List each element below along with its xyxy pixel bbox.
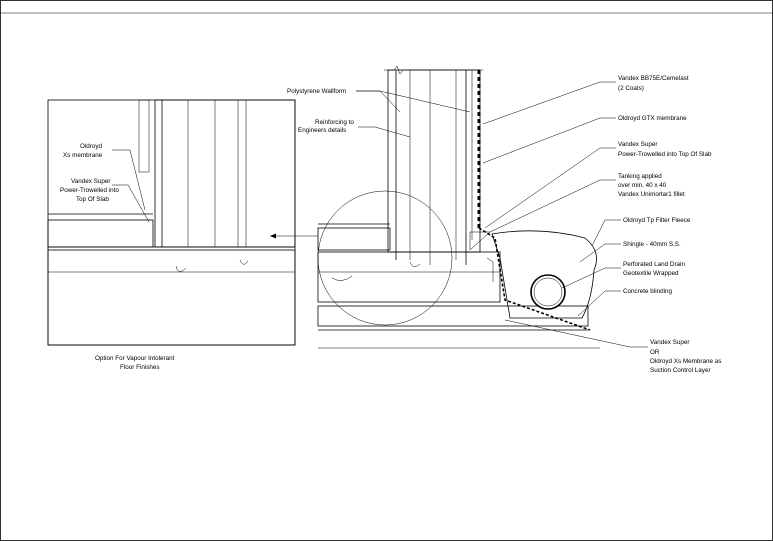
label-suction-or: OR (650, 349, 660, 356)
label-polystyrene-wallform: Polystyrene Wallform (287, 88, 346, 95)
label-perforated-drain: Perforated Land Drain (623, 261, 685, 268)
main-labels: Polystyrene Wallform Reinforcing to Engi… (287, 75, 721, 374)
label-oldroyd-tp: Oldroyd Tp Filter Fleece (623, 217, 691, 224)
main-section (317, 65, 600, 349)
inset-slab (47, 249, 296, 346)
inset-caption-line2: Floor Finishes (120, 364, 160, 371)
label-suction-vandex: Vandex Super (650, 339, 689, 346)
inset-caption-line1: Option For Vapour Intolerant (95, 355, 175, 362)
inset-label-vandex-super: Vandex Super (71, 178, 110, 185)
inset-label-xs-membrane: Xs membrane (63, 152, 103, 159)
floor-insulation (317, 227, 391, 251)
label-tanking-applied: Tanking applied (618, 173, 662, 180)
label-geotextile: Geotextile Wrapped (623, 270, 679, 277)
label-tanking-min: over min. 40 x 40 (618, 182, 667, 189)
inset-insulation (47, 219, 154, 248)
shingle-fill (491, 230, 597, 319)
inset-label-top-of-slab: Top Of Slab (76, 196, 109, 203)
label-suction-control: Suction Control Layer (650, 367, 711, 374)
label-vandex-bb75e: Vandex BB75E/Cemelast (618, 75, 689, 82)
label-reinforcing-1: Reinforcing to (315, 119, 354, 126)
label-tanking-fillet: Vandex Unimortar1 fillet (618, 191, 685, 198)
inset-detail: Oldroyd Xs membrane Vandex Super Power-T… (47, 99, 296, 371)
label-power-trowelled: Power-Trowelled into Top Of Slab (618, 151, 712, 158)
blinding-layer (317, 305, 589, 327)
label-suction-oldroyd: Oldroyd Xs Membrane as (650, 358, 721, 365)
land-drain-pipe (530, 274, 566, 310)
label-vandex-2-coats: (2 Coats) (618, 85, 644, 92)
label-reinforcing-2: Engineers details (298, 127, 346, 134)
label-vandex-super: Vandex Super (618, 141, 657, 148)
inset-wall (154, 99, 296, 248)
inset-label-oldroyd: Oldroyd (80, 143, 103, 150)
label-shingle: Shingle - 40mm S.S. (623, 241, 681, 248)
inset-label-power-trowelled: Power-Trowelled into (60, 187, 119, 194)
label-oldroyd-gtx: Oldroyd GTX membrane (618, 115, 687, 122)
detail-callout-circle (317, 190, 453, 326)
ground-slab (317, 251, 501, 303)
label-concrete-blinding: Concrete blinding (623, 288, 673, 295)
